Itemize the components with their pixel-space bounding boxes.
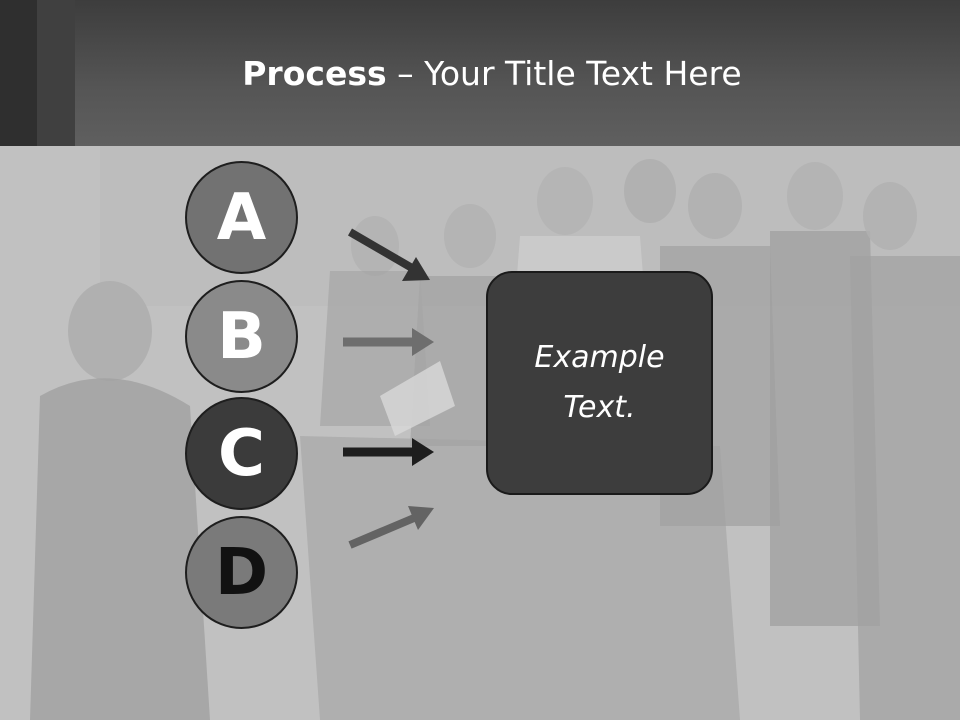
title-rest: – Your Title Text Here	[386, 54, 742, 93]
result-box: Example Text.	[486, 271, 713, 495]
step-circle-c: C	[185, 397, 298, 510]
result-text-line-2: Text.	[563, 390, 636, 425]
title-bar	[0, 0, 960, 146]
arrow-a	[347, 228, 430, 281]
header-accent-strip	[0, 0, 37, 146]
result-text-line-1: Example	[534, 340, 665, 375]
step-label-d: D	[214, 535, 269, 610]
step-circle-b: B	[185, 280, 298, 393]
arrow-b	[343, 328, 434, 356]
arrow-d	[348, 506, 434, 549]
step-circle-d: D	[185, 516, 298, 629]
step-label-a: A	[216, 180, 267, 255]
step-label-b: B	[217, 299, 266, 374]
arrow-c	[343, 438, 434, 466]
step-label-c: C	[218, 416, 265, 491]
slide-title: Process – Your Title Text Here	[0, 54, 960, 93]
title-bold: Process	[242, 54, 387, 93]
step-circle-a: A	[185, 161, 298, 274]
header-accent-strip-2	[37, 0, 75, 146]
